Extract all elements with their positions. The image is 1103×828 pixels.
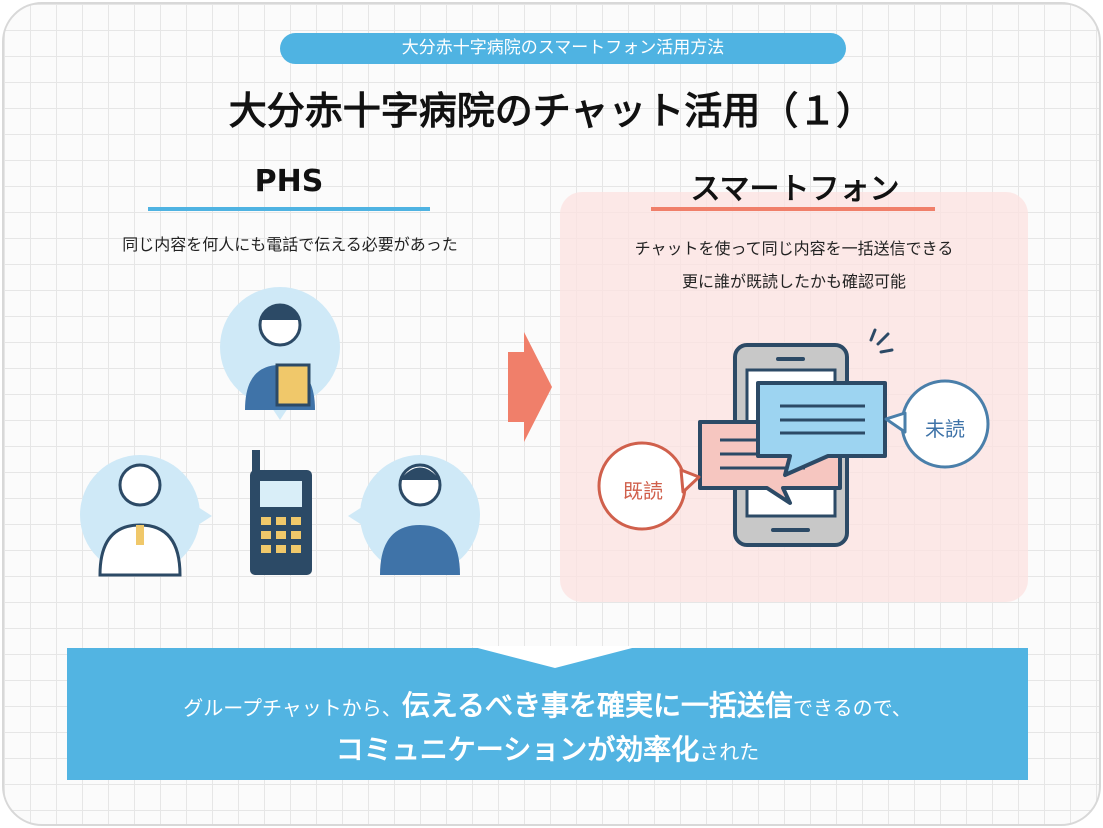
- unread-label: 未読: [925, 417, 965, 441]
- smartphone-heading: スマートフォン: [690, 172, 900, 207]
- phs-description: 同じ内容を何人にも電話で伝える必要があった: [122, 235, 458, 254]
- nurse-icon: [220, 287, 340, 420]
- notification-icon: [869, 328, 894, 354]
- phs-illustration: [80, 287, 480, 577]
- phs-underline: [148, 207, 430, 211]
- arrow-right-icon: [508, 332, 552, 442]
- smartphone-description-1: チャットを使って同じ内容を一括送信できる: [634, 239, 954, 258]
- page-title: 大分赤十字病院のチャット活用（１）: [228, 89, 875, 133]
- nurse-male-icon: [348, 455, 480, 575]
- summary-text-2b: された: [699, 740, 760, 764]
- phs-heading: PHS: [254, 164, 324, 199]
- smartphone-illustration: [597, 328, 990, 547]
- summary-text-1c: できるので、: [792, 696, 912, 720]
- summary-text-2a: コミュニケーションが効率化: [335, 733, 700, 766]
- smartphone-underline: [651, 207, 935, 211]
- smartphone-description-2: 更に誰が既読したかも確認可能: [681, 272, 906, 291]
- read-label: 既読: [623, 479, 663, 503]
- unread-label-bubble: [884, 379, 990, 469]
- phs-phone-icon: [250, 450, 312, 575]
- read-label-bubble: [597, 441, 701, 531]
- summary-text-1b: 伝えるべき事を確実に一括送信: [401, 689, 793, 722]
- unread-message-bubble: [756, 381, 887, 477]
- summary-banner: [67, 648, 1028, 780]
- subtitle-pill: 大分赤十字病院のスマートフォン活用方法: [280, 33, 846, 64]
- summary-text: グループチャットから、伝えるべき事を確実に一括送信できるので、 コミュニケーショ…: [67, 685, 1028, 773]
- summary-text-1a: グループチャットから、: [183, 696, 402, 720]
- doctor-icon: [80, 455, 212, 577]
